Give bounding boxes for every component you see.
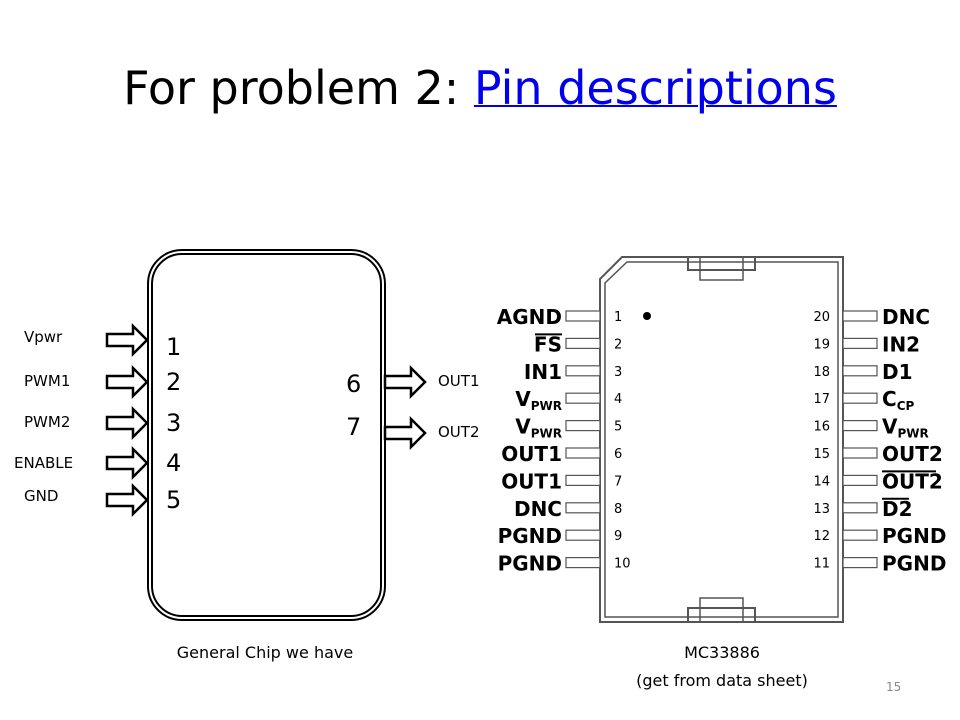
package-pin-label-6: OUT1 [501,442,562,466]
package-pin-7 [565,474,601,486]
pin-number-1: 1 [166,333,182,361]
package-outline [599,256,844,623]
mc33886-caption: MC33886 [684,643,760,662]
package-pin-number-4: 4 [614,392,622,407]
package-pin-19 [842,337,878,349]
pin-arrow-out2 [383,415,427,451]
package-pin-label-10: PGND [498,552,562,576]
package-pin-number-8: 8 [614,502,622,517]
package-pin-12 [842,529,878,541]
package-pin-number-11: 11 [813,557,830,572]
mc33886-caption-note: (get from data sheet) [636,671,808,690]
slide-number: 15 [886,680,902,694]
pin-number-2: 2 [166,368,182,396]
package-pin-number-10: 10 [614,557,631,572]
pin-arrow-gnd [105,482,149,518]
pin-arrow-enable [105,445,149,481]
package-pin-11 [842,556,878,569]
package-pin-label-18: D1 [882,360,913,384]
package-pin-number-18: 18 [813,365,830,380]
package-pin-label-1: AGND [497,305,562,329]
package-pin-label-5: VPWR [515,415,562,441]
package-pin-17 [842,392,878,404]
pin-number-5: 5 [166,486,182,514]
pin-arrow-out1 [383,364,427,400]
package-pin-4 [565,392,601,404]
package-pin-label-19: IN2 [882,332,920,356]
package-pin-label-20: DNC [882,305,930,329]
package-pin-number-13: 13 [813,502,830,517]
package-pin-number-16: 16 [813,420,830,435]
slide-title: For problem 2: Pin descriptions [0,58,960,118]
package-pin-number-9: 9 [614,529,622,544]
package-pin-number-7: 7 [614,474,622,489]
package-pin-5 [565,420,601,432]
pin-label-vpwr: Vpwr [24,328,63,346]
package-pin-number-1: 1 [614,310,622,325]
package-pin-20 [842,310,878,322]
package-pin-15 [842,447,878,459]
pin-number-6: 6 [346,370,362,398]
package-pin-label-11: PGND [882,552,946,576]
package-top-notch [687,257,756,271]
package-pin-label-13: D2 [882,497,913,521]
pin-number-3: 3 [166,409,182,437]
package-pin-2 [565,337,601,349]
package-pin-number-6: 6 [614,447,622,462]
pin-arrow-pwm1 [105,364,149,400]
package-pin-label-2: FS [534,332,562,356]
package-pin-3 [565,365,601,377]
package-pin-number-3: 3 [614,365,622,380]
package-pin-9 [565,529,601,541]
package-pin-18 [842,365,878,377]
package-pin-number-12: 12 [813,529,830,544]
package-pin-label-8: DNC [514,497,562,521]
package-pin-number-5: 5 [614,420,622,435]
package-pin-label-17: CCP [882,387,914,413]
pin-label-enable: ENABLE [14,454,74,472]
pin-label-pwm1: PWM1 [24,372,71,390]
package-pin-10 [565,556,601,569]
package-pin-label-3: IN1 [524,360,562,384]
package-pin-label-16: VPWR [882,415,929,441]
package-pin-14 [842,474,878,486]
package-pin-16 [842,420,878,432]
package-bottom-notch [687,607,756,622]
package-pin-number-14: 14 [813,474,830,489]
general-chip-caption: General Chip we have [176,643,354,662]
package-pin-1 [565,310,601,322]
mc33886-package: 1AGND2FS3IN14VPWR5VPWR6OUT17OUT18DNC9PGN… [497,256,946,623]
package-pin-label-12: PGND [882,524,946,548]
package-pin-label-7: OUT1 [501,469,562,493]
pin1-dot [643,312,651,320]
pin-arrow-vpwr [105,322,149,358]
package-pin-13 [842,502,878,514]
package-pin-number-20: 20 [813,310,830,325]
pin-label-out2: OUT2 [438,423,480,441]
pin-number-7: 7 [346,413,362,441]
package-pin-label-15: OUT2 [882,442,943,466]
package-pin-8 [565,502,601,514]
pin-label-out1: OUT1 [438,372,480,390]
pin-descriptions-link[interactable]: Pin descriptions [473,61,837,115]
pin-label-pwm2: PWM2 [24,413,71,431]
package-pin-label-14: OUT2 [882,469,943,493]
package-pin-6 [565,447,601,459]
package-pin-label-4: VPWR [515,387,562,413]
pin-label-gnd: GND [24,487,59,505]
pin-number-4: 4 [166,449,182,477]
package-pin-number-2: 2 [614,337,622,352]
package-pin-number-19: 19 [813,337,830,352]
package-pin-number-15: 15 [813,447,830,462]
pin-arrow-pwm2 [105,405,149,441]
title-prefix: For problem 2: [123,61,474,115]
package-pin-number-17: 17 [813,392,830,407]
package-pin-label-9: PGND [498,524,562,548]
